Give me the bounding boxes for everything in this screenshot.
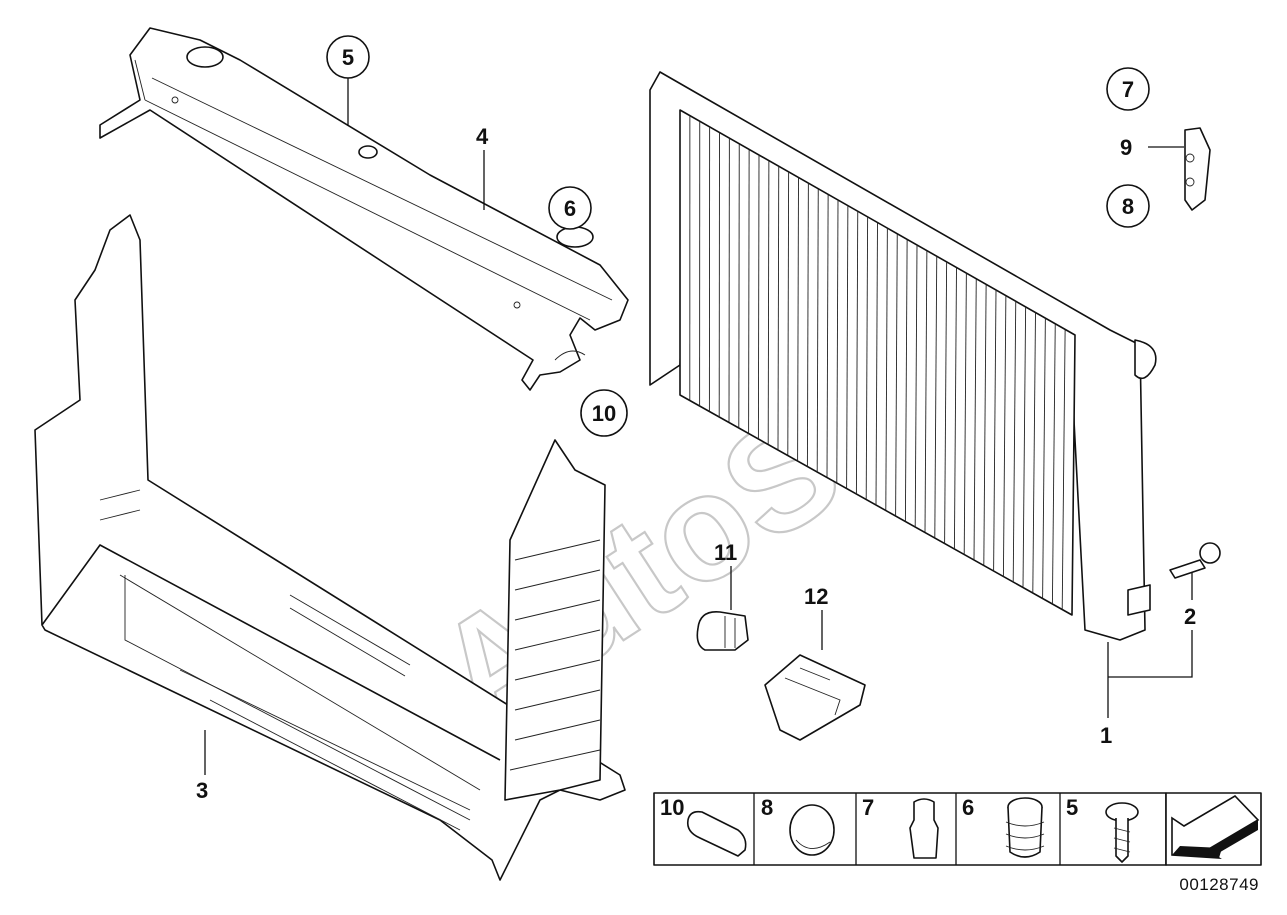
svg-text:8: 8: [1122, 194, 1134, 219]
legend-strip: 10 8 7 6 5: [654, 793, 1261, 865]
svg-text:8: 8: [761, 795, 773, 820]
svg-text:5: 5: [1066, 795, 1078, 820]
callout-4: 4: [476, 124, 489, 149]
callout-7: 7: [1107, 68, 1149, 110]
holder-part: [765, 655, 865, 740]
callout-5: 5: [327, 36, 369, 78]
callout-9: 9: [1120, 135, 1132, 160]
radiator-fin: [749, 149, 750, 433]
svg-text:6: 6: [564, 196, 576, 221]
callout-3: 3: [196, 778, 208, 803]
callout-1: 1: [1100, 723, 1112, 748]
svg-text:9: 9: [1120, 135, 1132, 160]
callout-10: 10: [581, 390, 627, 436]
svg-text:3: 3: [196, 778, 208, 803]
svg-text:10: 10: [660, 795, 684, 820]
svg-text:10: 10: [592, 401, 616, 426]
diagram-code: 00128749: [1179, 875, 1259, 894]
callout-12: 12: [804, 584, 828, 609]
callout-8: 8: [1107, 185, 1149, 227]
direction-arrow-icon: [1166, 793, 1261, 865]
svg-text:12: 12: [804, 584, 828, 609]
svg-text:1: 1: [1100, 723, 1112, 748]
bracket-part: [1185, 128, 1210, 210]
svg-text:7: 7: [1122, 77, 1134, 102]
svg-text:4: 4: [476, 124, 489, 149]
callout-6: 6: [549, 187, 591, 229]
svg-text:2: 2: [1184, 604, 1196, 629]
drain-plug: [1170, 543, 1220, 578]
svg-text:7: 7: [862, 795, 874, 820]
clip-part: [697, 612, 748, 650]
svg-text:11: 11: [714, 540, 737, 565]
svg-text:5: 5: [342, 45, 354, 70]
svg-text:6: 6: [962, 795, 974, 820]
radiator-fin: [758, 155, 759, 439]
callout-2: 2: [1184, 604, 1196, 629]
callout-11: 11: [714, 540, 737, 565]
